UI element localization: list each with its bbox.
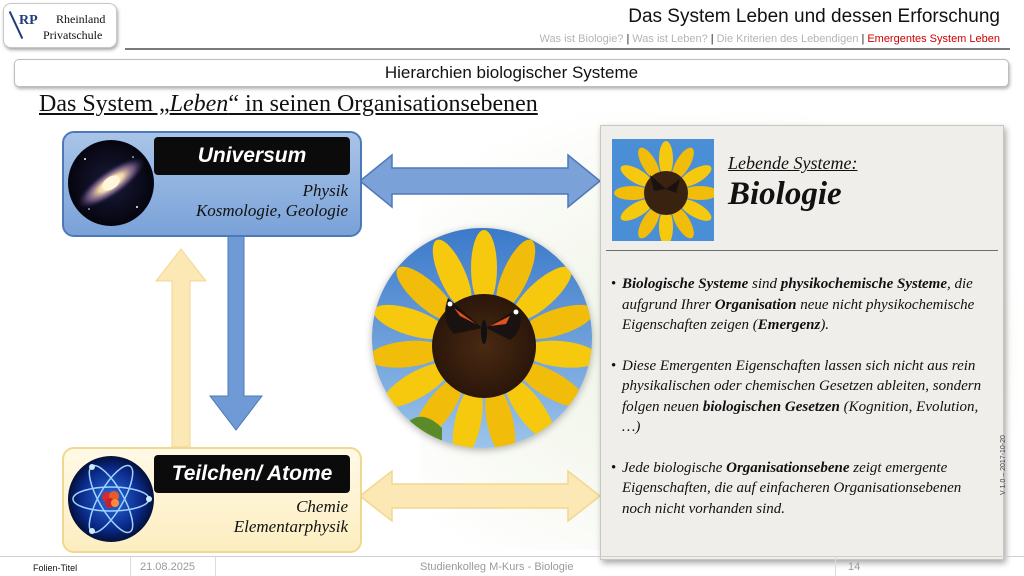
bullet-text-run: (Kognition, Evolution, …) [622,398,979,436]
breadcrumb-separator: | [710,33,714,45]
universe-title: Universum [154,137,350,175]
sunflower-butterfly-illustration [372,228,592,448]
bullet-text-run: sind [748,276,781,292]
logo-line2: Privatschule [43,28,103,42]
sunflower-photo [372,228,592,448]
bullet-item: Biologische Systeme sind physikochemisch… [611,274,991,336]
section-bar: Hierarchien biologischer Systeme [14,59,1009,87]
heading-part2: “ in seinen Organisationsebenen [228,91,538,117]
school-logo: RP Rheinland Privatschule [3,3,117,48]
footer-divider [0,556,1024,557]
bullet-bold-run: Organisation [714,296,797,313]
logo-line1: Rheinland [56,12,106,26]
bullet-text-run: Jede biologische [622,459,727,476]
footer-slide-title: Folien-Titel [33,563,78,573]
bullet-text-run: , die aufgrund Ihrer [622,276,973,313]
arrow-double-yellow-icon [358,469,602,523]
bullet-bold-run: Organisationsebene [726,459,850,476]
footer-separator [215,557,216,576]
arrow-double-blue-icon [358,153,602,209]
bullet-item: Diese Emergenten Eigenschaften lassen si… [611,356,991,438]
panel-title: Biologie [728,176,842,212]
bullet-bold-run: Biologische Systeme [622,276,749,292]
footer-course: Studienkolleg M-Kurs - Biologie [420,561,574,573]
header-divider [125,48,1010,50]
footer-separator [130,557,131,576]
panel-label: Lebende Systeme: [728,153,858,173]
bullet-text-run: Diese Emergenten Eigenschaften lassen si… [622,357,982,415]
atom-title: Teilchen/ Atome [154,455,350,493]
slide-main-title: Das System Leben und dessen Erforschung [628,6,1000,27]
footer-date: 21.08.2025 [140,561,196,573]
heading-italic: Leben [169,91,229,117]
logo-initials: RP [19,13,38,28]
universe-line2: Kosmologie, Geologie [195,201,348,220]
atom-subtitle: Chemie Elementarphysik [150,497,348,537]
bullet-text-run: neue nicht physikochemische Eigenschafte… [622,296,975,334]
bullet-bold-run: Emergenz [757,317,821,333]
breadcrumb-item[interactable]: Was ist Biologie? [539,33,624,45]
breadcrumb-separator: | [861,33,865,45]
version-label: V 1.0 – 2017-10-20 [1000,435,1007,495]
bullet-bold-run: biologischen Gesetzen [702,398,840,415]
breadcrumb-separator: | [626,33,630,45]
bullet-list: Biologische Systeme sind physikochemisch… [611,274,991,539]
bullet-text-run: ). [820,317,830,333]
bullet-bold-run: physikochemische Systeme [780,276,947,292]
sunflower-thumbnail [612,139,714,241]
universe-line1: Physik [302,181,348,200]
heading-part1: Das System „ [39,91,170,117]
bullet-item: Jede biologische Organisationsebene zeig… [611,458,991,520]
footer-separator [835,557,836,576]
galaxy-icon [68,140,154,226]
panel-divider [606,250,998,251]
atom-icon [68,456,154,542]
atom-line2: Elementarphysik [233,517,348,536]
breadcrumb-item-active[interactable]: Emergentes System Leben [867,33,1000,45]
footer-page-number: 14 [848,561,861,573]
bullet-text-run: zeigt emergente Eigenschaften, die auf e… [622,459,962,517]
universe-subtitle: Physik Kosmologie, Geologie [150,181,348,221]
arrow-up-icon [154,248,208,448]
breadcrumb: Was ist Biologie?|Was ist Leben?|Die Kri… [539,33,1000,45]
arrow-down-icon [208,231,264,431]
breadcrumb-item[interactable]: Was ist Leben? [632,33,708,45]
main-heading: Das System „Leben“ in seinen Organisatio… [39,91,538,118]
breadcrumb-item[interactable]: Die Kriterien des Lebendigen [716,33,859,45]
atom-line1: Chemie [296,497,348,516]
